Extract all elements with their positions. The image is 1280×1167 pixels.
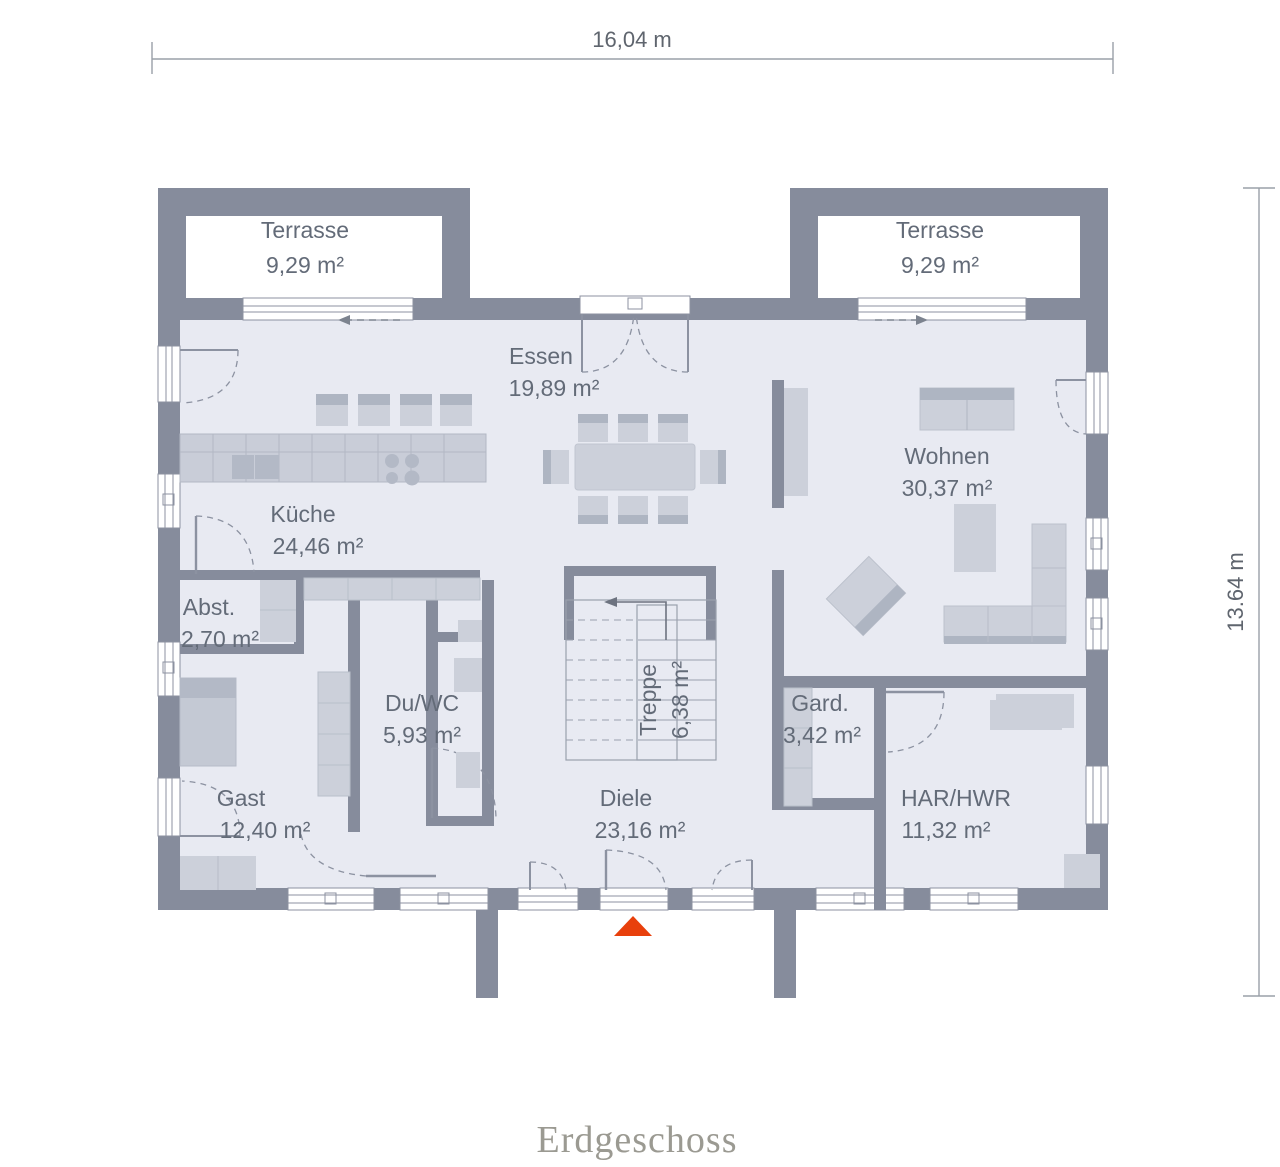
door-gast-left xyxy=(157,777,241,837)
dimension-right: 13.64 m xyxy=(1223,187,1275,997)
window-bottom-har-right xyxy=(929,887,1019,911)
room-label-har-area: 11,32 m² xyxy=(901,817,990,843)
dimension-top-label: 16,04 m xyxy=(592,27,672,52)
window-bottom-diele-left xyxy=(399,887,489,911)
window-left-mid xyxy=(157,641,181,697)
window-left-upper xyxy=(157,473,181,529)
room-label-wohnen-area: 30,37 m² xyxy=(902,475,993,501)
terrace-right-structure xyxy=(790,188,1108,306)
room-label-treppe-area: 6,38 m² xyxy=(667,661,693,739)
door-diele-entrance xyxy=(604,849,667,891)
room-label-duwc-area: 5,93 m² xyxy=(383,722,461,748)
dimension-top: 16,04 m xyxy=(151,27,1114,74)
door-diele-a xyxy=(529,861,567,891)
room-labels: Terrasse 9,29 m² Terrasse 9,29 m² Essen … xyxy=(181,217,1011,843)
kitchen-furniture xyxy=(179,394,487,601)
staircase xyxy=(565,597,717,761)
door-har xyxy=(886,690,945,753)
interior-walls xyxy=(180,380,1086,910)
window-right-upper xyxy=(1085,517,1109,571)
wardrobe-furniture xyxy=(783,687,813,807)
entrance-door-main xyxy=(599,887,669,911)
room-label-wohnen-name: Wohnen xyxy=(904,443,989,469)
room-label-gard-area: 3,42 m² xyxy=(783,722,861,748)
window-terrace-right-slider xyxy=(857,297,1027,325)
storage-bath-furniture xyxy=(260,580,482,788)
room-label-terrasse-right-name: Terrasse xyxy=(896,217,984,243)
room-label-abst-name: Abst. xyxy=(183,594,235,620)
dining-furniture xyxy=(543,414,726,524)
utility-furniture xyxy=(996,694,1100,888)
door-essen-double xyxy=(579,295,691,373)
door-wohnen-right xyxy=(1055,371,1109,435)
door-kueche-left xyxy=(157,345,239,404)
room-label-treppe-name: Treppe xyxy=(635,664,661,736)
room-label-diele-area: 23,16 m² xyxy=(595,817,686,843)
window-terrace-left-slider xyxy=(242,297,414,325)
page-title: Erdgeschoss xyxy=(537,1119,738,1161)
room-label-gast-area: 12,40 m² xyxy=(220,817,311,843)
room-label-essen-area: 19,89 m² xyxy=(509,375,600,401)
entrance-porch-walls xyxy=(476,910,796,998)
room-label-kueche-name: Küche xyxy=(270,501,335,527)
door-diele-b xyxy=(711,859,753,891)
room-label-terrasse-right-area: 9,29 m² xyxy=(901,252,979,278)
guest-room-furniture xyxy=(179,671,351,890)
room-label-essen-name: Essen xyxy=(509,343,573,369)
slide-arrow-right xyxy=(875,315,928,325)
room-label-kueche-area: 24,46 m² xyxy=(273,533,364,559)
window-bottom-diele-right xyxy=(691,887,755,911)
room-label-gard-name: Gard. xyxy=(791,690,849,716)
window-right-lower xyxy=(1085,765,1109,825)
entrance-door-panel xyxy=(517,887,579,911)
room-label-har-name: HAR/HWR xyxy=(901,785,1011,811)
room-label-terrasse-left-name: Terrasse xyxy=(261,217,349,243)
window-bottom-gast xyxy=(287,887,375,911)
door-duwc xyxy=(430,747,497,819)
door-abst xyxy=(194,515,255,574)
room-label-abst-area: 2,70 m² xyxy=(181,626,259,652)
room-label-terrasse-left-area: 9,29 m² xyxy=(266,252,344,278)
room-label-diele-name: Diele xyxy=(600,785,652,811)
terrace-left-structure xyxy=(158,188,470,306)
room-label-gast-name: Gast xyxy=(217,785,266,811)
door-gast-interior xyxy=(299,827,436,878)
room-label-duwc-name: Du/WC xyxy=(385,690,459,716)
window-bottom-har xyxy=(815,887,905,911)
dimension-right-label: 13.64 m xyxy=(1223,552,1248,632)
entrance-arrow-icon xyxy=(614,916,652,936)
stair-direction-arrow xyxy=(604,597,667,640)
slide-arrow-left xyxy=(338,315,400,325)
living-furniture xyxy=(784,387,1067,730)
window-right-mid xyxy=(1085,597,1109,651)
